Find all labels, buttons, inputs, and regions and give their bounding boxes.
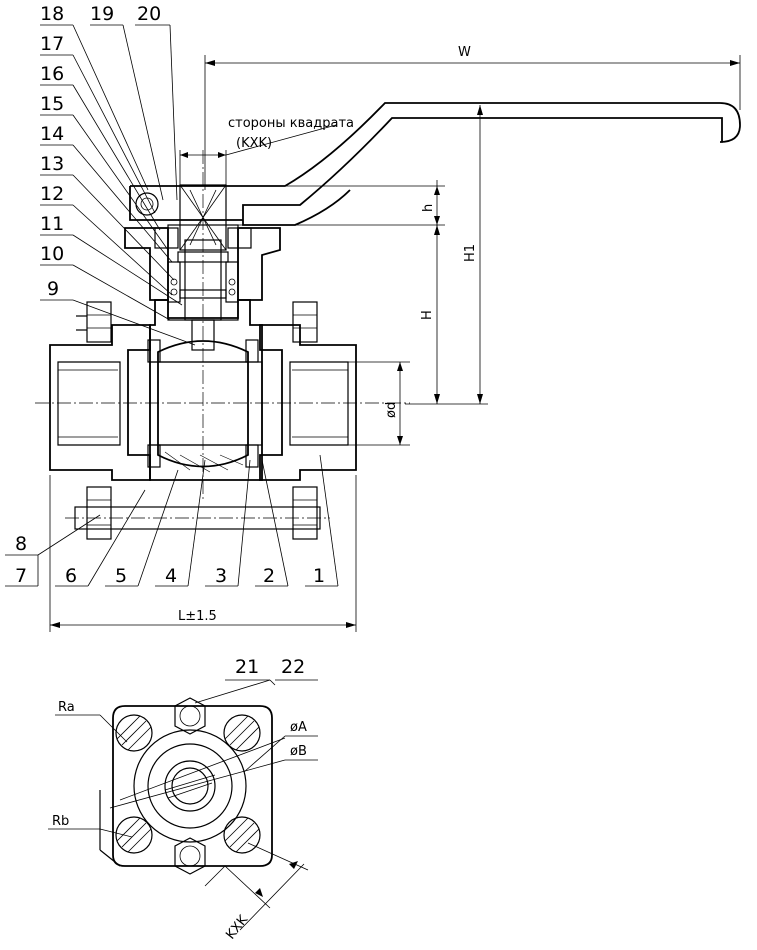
dim-w: W (458, 45, 471, 60)
dim-ob: øB (290, 744, 307, 759)
part-21: 21 (235, 656, 259, 678)
dim-l: L±1.5 (178, 609, 217, 624)
neck (124, 227, 169, 301)
part-18: 18 (40, 3, 64, 25)
seat-left (147, 339, 161, 363)
part-7: 7 (15, 565, 27, 587)
part-22: 22 (281, 656, 305, 678)
dim-h: h (421, 204, 436, 212)
part-4: 4 (165, 565, 177, 587)
part-19: 19 (90, 3, 114, 25)
dim-od: ød (384, 402, 399, 418)
section-view (5, 24, 741, 632)
bolt-top-left (86, 301, 112, 343)
part-16: 16 (40, 63, 64, 85)
part-20: 20 (137, 3, 161, 25)
flange-view: 21 22 øA øB Ra Rb KXK (48, 656, 318, 942)
dim-oa: øA (290, 720, 307, 735)
right-end-cap (259, 324, 357, 481)
seat-right (245, 339, 259, 363)
part-11: 11 (40, 213, 64, 235)
left-end-cap (49, 324, 151, 481)
dim-kxk-top: (KXK) (236, 136, 272, 151)
dim-h1: H1 (463, 244, 478, 262)
part-15: 15 (40, 93, 64, 115)
part-2: 2 (263, 565, 275, 587)
dim-rb: Rb (52, 814, 69, 829)
part-3: 3 (215, 565, 227, 587)
part-number-labels: 18 19 20 17 16 15 14 13 12 11 10 9 8 7 6… (15, 3, 325, 587)
dim-square-note: стороны квадрата (228, 116, 354, 131)
dimension-labels: W стороны квадрата (KXK) h H1 H ød L±1.5 (178, 45, 478, 624)
dim-kxk-bottom: KXK (223, 912, 251, 942)
part-8: 8 (15, 533, 27, 555)
part-10: 10 (40, 243, 64, 265)
part-9: 9 (47, 278, 59, 300)
part-5: 5 (115, 565, 127, 587)
part-1: 1 (313, 565, 325, 587)
part-12: 12 (40, 183, 64, 205)
part-6: 6 (65, 565, 77, 587)
part-17: 17 (40, 33, 64, 55)
dim-ra: Ra (58, 700, 75, 715)
dim-h-big: H (420, 310, 435, 320)
part-13: 13 (40, 153, 64, 175)
part-14: 14 (40, 123, 64, 145)
